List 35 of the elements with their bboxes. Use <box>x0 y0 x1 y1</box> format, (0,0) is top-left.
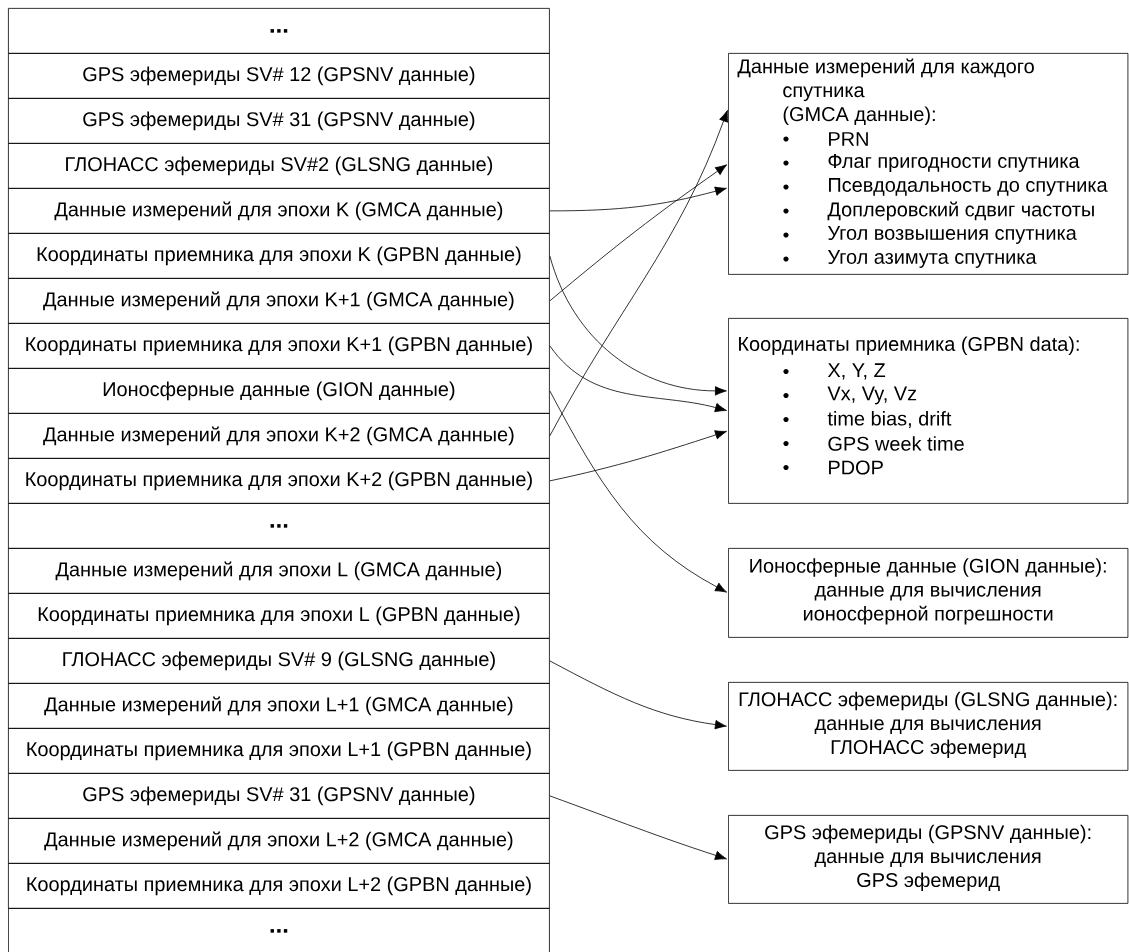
table-row: Координаты приемника для эпохи L+2 (GPBN данные) <box>8 863 550 909</box>
arrow <box>549 186 727 212</box>
table-row: Данные измерений для эпохи K+2 (GMCA данные) <box>8 413 550 459</box>
table-row: Координаты приемника для эпохи K+1 (GPBN данные) <box>8 323 550 369</box>
arrow <box>549 164 728 302</box>
table-row: Координаты приемника для эпохи L (GPBN данные) <box>8 593 550 639</box>
table-row: Координаты приемника для эпохи K (GPBN данные) <box>8 233 550 279</box>
data-box: ГЛОНАСС эфемериды (GLSNG данные): данные для вычисления ГЛОНАСС эфемерид <box>728 682 1129 771</box>
table-row: Координаты приемника для эпохи K+2 (GPBN данные) <box>8 458 550 504</box>
table-row: GPS эфемериды SV# 12 (GPSNV данные) <box>8 53 550 99</box>
data-box: Данные измерений для каждого спутника (GMCA данные): PRN Флаг пригодности спутника Псевдодальность до спутника Доплеровский сдвиг частоты Угол возвышения спутника Угол азимута спутника <box>728 53 1129 275</box>
arrow <box>549 390 727 593</box>
ellipsis-row: ... <box>8 503 550 549</box>
arrow <box>549 110 729 437</box>
ellipsis-row: ... <box>8 8 550 54</box>
table-row: Данные измерений для эпохи L (GMCA данные) <box>8 548 550 594</box>
arrow <box>549 660 727 730</box>
data-box: GPS эфемериды (GPSNV данные): данные для вычисления GPS эфемерид <box>728 815 1129 904</box>
table-row: Данные измерений для эпохи L+2 (GMCA данные) <box>8 818 550 864</box>
table-row: GPS эфемериды SV# 31 (GPSNV данные) <box>8 773 550 819</box>
arrow <box>549 255 727 396</box>
table-row: Данные измерений для эпохи L+1 (GMCA данные) <box>8 683 550 729</box>
table-row: Координаты приемника для эпохи L+1 (GPBN данные) <box>8 728 550 774</box>
table-row: ГЛОНАСС эфемериды SV# 9 (GLSNG данные) <box>8 638 550 684</box>
table-row: Данные измерений для эпохи K (GMCA данные) <box>8 188 550 234</box>
arrow <box>549 345 727 413</box>
table-row: GPS эфемериды SV# 31 (GPSNV данные) <box>8 98 550 144</box>
table-row: Ионосферные данные (GION данные) <box>8 368 550 414</box>
ellipsis-row: ... <box>8 908 550 952</box>
table-row: ГЛОНАСС эфемериды SV#2 (GLSNG данные) <box>8 143 550 189</box>
data-box: Ионосферные данные (GION данные): данные для вычисления ионосферной погрешности <box>728 548 1129 638</box>
arrow <box>549 795 727 860</box>
arrow <box>549 430 727 482</box>
table-row: Данные измерений для эпохи K+1 (GMCA данные) <box>8 278 550 324</box>
data-box: Координаты приемника (GPBN data): X, Y, Z Vx, Vy, Vz time bias, drift GPS week time PDOP <box>728 318 1129 504</box>
